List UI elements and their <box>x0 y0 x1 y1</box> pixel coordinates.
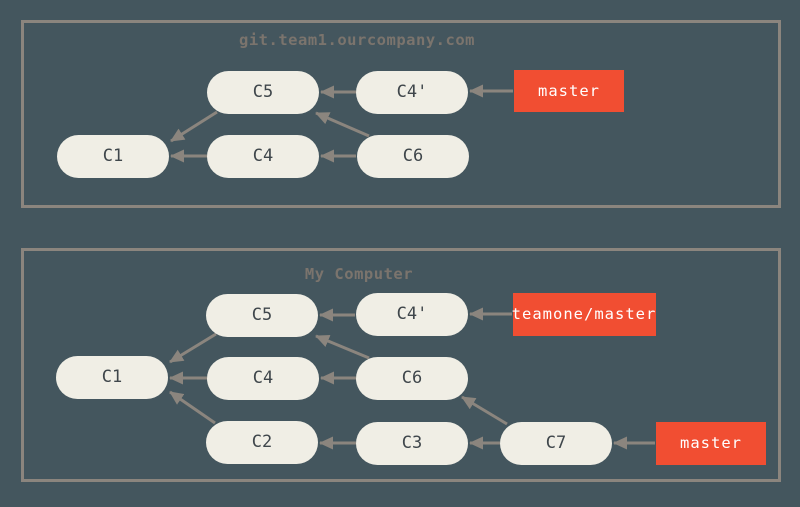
remote-server-title: git.team1.ourcompany.com <box>239 31 475 49</box>
commit-node-C4: C4 <box>207 356 319 400</box>
branch-label-master: master <box>656 421 766 465</box>
commit-node-C4-prime: C4' <box>356 70 468 114</box>
commit-node-C5: C5 <box>207 70 319 114</box>
commit-node-C7: C7 <box>500 421 612 465</box>
commit-node-C4: C4 <box>207 134 319 178</box>
my-computer-title: My Computer <box>304 265 414 283</box>
commit-node-C5: C5 <box>206 293 318 337</box>
branch-label-teamone-master: teamone/master <box>512 292 656 336</box>
commit-node-C4-prime: C4' <box>356 292 468 336</box>
commit-node-C6: C6 <box>357 134 469 178</box>
remote-server-box <box>21 20 781 208</box>
commit-node-C1: C1 <box>57 134 169 178</box>
commit-node-C1: C1 <box>56 355 168 399</box>
commit-node-C2: C2 <box>206 420 318 464</box>
commit-node-C3: C3 <box>356 421 468 465</box>
my-computer-box <box>21 248 781 482</box>
commit-node-C6: C6 <box>356 356 468 400</box>
branch-label-master: master <box>514 70 624 112</box>
